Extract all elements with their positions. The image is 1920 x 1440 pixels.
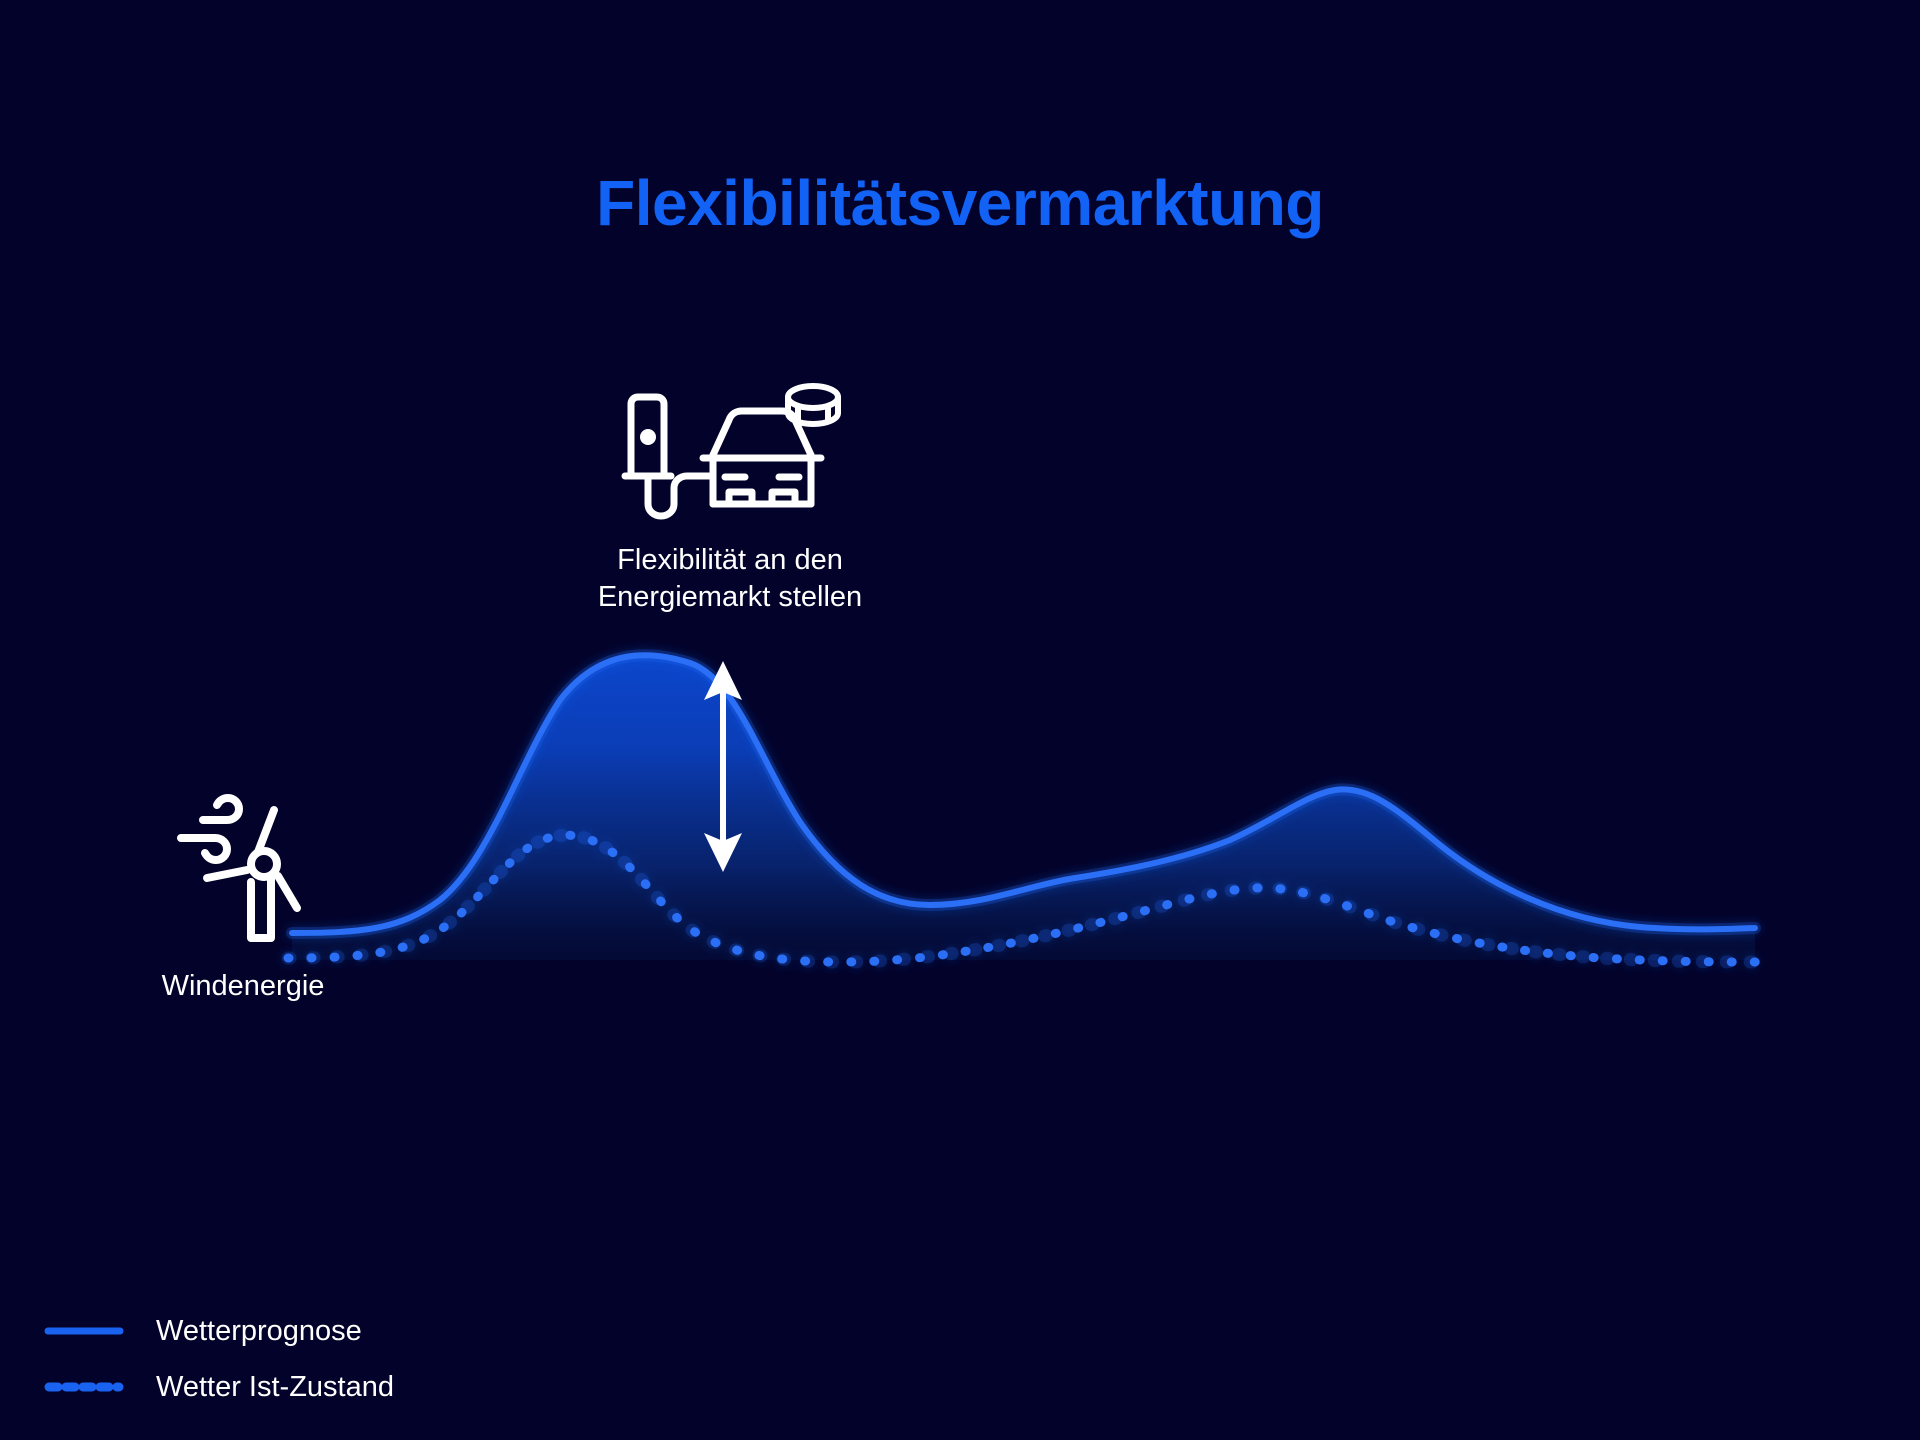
turbine-tower bbox=[247, 872, 275, 942]
flexibility-node: Flexibilität an den Energiemarkt stellen bbox=[560, 380, 900, 616]
legend-label-forecast: Wetterprognose bbox=[156, 1314, 362, 1347]
actual-curve bbox=[283, 830, 1762, 967]
ev-charging-coin-icon bbox=[621, 383, 841, 520]
coin-icon bbox=[785, 383, 841, 427]
legend-dotted-line-icon bbox=[44, 1382, 124, 1392]
flexibility-node-label: Flexibilität an den Energiemarkt stellen bbox=[560, 542, 900, 616]
legend-item-forecast[interactable]: Wetterprognose bbox=[44, 1303, 664, 1359]
turbine-blade-2 bbox=[274, 872, 301, 912]
turbine-blade-3 bbox=[203, 866, 251, 882]
turbine-hub bbox=[247, 847, 281, 881]
actual-curve-glow bbox=[281, 828, 1764, 969]
wind-swirl-top bbox=[199, 794, 243, 824]
legend-solid-line-icon bbox=[44, 1327, 124, 1335]
flexibility-delta-arrow bbox=[704, 661, 742, 872]
wind-node-label: Windenergie bbox=[161, 970, 325, 1002]
forecast-curve-glow bbox=[286, 649, 1761, 939]
charger-indicator-dot bbox=[640, 429, 656, 445]
legend: Wetterprognose Wetter Ist-Zustand bbox=[44, 1303, 664, 1415]
forecast-area-fill bbox=[292, 655, 1755, 960]
flexibility-node-label-line2: Energiemarkt stellen bbox=[597, 581, 863, 614]
wind-turbine-icon bbox=[177, 794, 301, 942]
legend-label-actual: Wetter Ist-Zustand bbox=[156, 1370, 394, 1403]
turbine-blade-1 bbox=[254, 806, 278, 856]
wind-node: Windenergie bbox=[78, 790, 408, 1004]
legend-item-actual[interactable]: Wetter Ist-Zustand bbox=[44, 1359, 664, 1415]
flexibility-node-label-line1: Flexibilität an den bbox=[617, 544, 843, 576]
wind-swirl-bottom bbox=[177, 834, 231, 864]
page-title: Flexibilitätsvermarktung bbox=[596, 167, 1324, 239]
forecast-curve bbox=[289, 652, 1758, 936]
